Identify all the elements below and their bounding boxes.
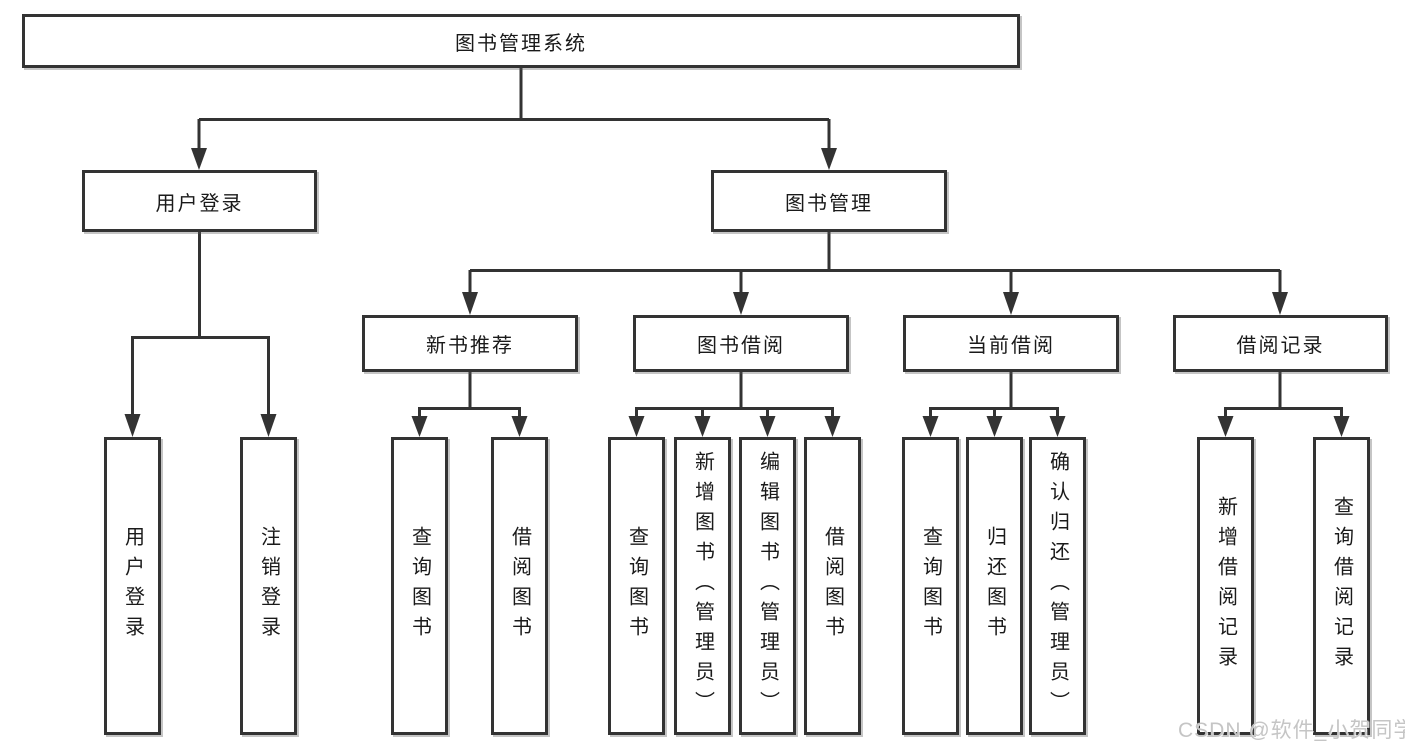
leaf-query-borrow-record-label: 查询借阅记录 (1330, 496, 1353, 676)
node-borrow-records: 借阅记录 (1173, 315, 1388, 372)
leaf-borrow-books-recommend-label: 借阅图书 (508, 526, 531, 646)
node-book-management-label: 图书管理 (785, 192, 873, 215)
leaf-confirm-return-admin: 确认归还（管理员） (1029, 437, 1086, 735)
leaf-borrow-books-recommend: 借阅图书 (491, 437, 548, 735)
leaf-confirm-return-admin-label: 确认归还（管理员） (1046, 451, 1069, 721)
node-borrow-records-label: 借阅记录 (1236, 335, 1325, 357)
leaf-user-login: 用户登录 (104, 437, 161, 735)
node-user-login-label: 用户登录 (155, 192, 244, 215)
leaf-query-books-recommend-label: 查询图书 (408, 526, 431, 646)
leaf-query-books-current-label: 查询图书 (919, 526, 942, 646)
leaf-query-borrow-record: 查询借阅记录 (1313, 437, 1370, 735)
node-user-login: 用户登录 (82, 170, 317, 232)
leaf-edit-book-admin: 编辑图书（管理员） (739, 437, 796, 735)
node-new-book-recommend-label: 新书推荐 (426, 335, 514, 357)
leaf-query-books-recommend: 查询图书 (391, 437, 448, 735)
leaf-borrow-books: 借阅图书 (804, 437, 861, 735)
leaf-edit-book-admin-label: 编辑图书（管理员） (756, 451, 779, 721)
leaf-user-login-label: 用户登录 (121, 526, 144, 646)
node-root: 图书管理系统 (22, 14, 1020, 68)
leaf-logout: 注销登录 (240, 437, 297, 735)
node-book-borrow-label: 图书借阅 (697, 335, 785, 357)
leaf-return-book: 归还图书 (966, 437, 1023, 735)
leaf-query-books-borrow: 查询图书 (608, 437, 665, 735)
csdn-watermark: CSDN @软件_小贺同学 (1178, 719, 1405, 742)
node-current-borrow-label: 当前借阅 (967, 335, 1055, 357)
leaf-add-borrow-record: 新增借阅记录 (1197, 437, 1254, 735)
node-book-management: 图书管理 (711, 170, 947, 232)
leaf-logout-label: 注销登录 (257, 526, 280, 646)
node-new-book-recommend: 新书推荐 (362, 315, 578, 372)
node-book-borrow: 图书借阅 (633, 315, 849, 372)
leaf-add-book-admin: 新增图书（管理员） (674, 437, 731, 735)
arrowheads (124, 148, 1350, 437)
leaf-add-borrow-record-label: 新增借阅记录 (1214, 496, 1237, 676)
leaf-return-book-label: 归还图书 (983, 526, 1006, 646)
leaf-add-book-admin-label: 新增图书（管理员） (691, 451, 714, 721)
leaf-query-books-borrow-label: 查询图书 (625, 526, 648, 646)
node-root-label: 图书管理系统 (455, 32, 587, 55)
node-current-borrow: 当前借阅 (903, 315, 1119, 372)
leaf-borrow-books-label: 借阅图书 (821, 526, 844, 646)
leaf-query-books-current: 查询图书 (902, 437, 959, 735)
